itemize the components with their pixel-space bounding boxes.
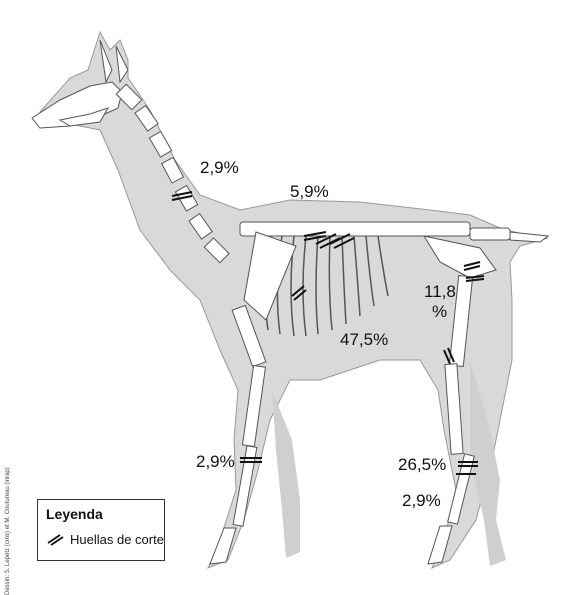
legend-item: Huellas de corte: [46, 532, 164, 547]
pct-hindleg-upper-1: 11,8: [424, 282, 456, 302]
front-leg-shadow: [272, 390, 300, 558]
pct-ribs: 47,5%: [340, 330, 388, 350]
legend-title: Leyenda: [46, 506, 103, 522]
pct-hindfoot: 2,9%: [402, 491, 441, 511]
pct-neck: 2,9%: [200, 158, 239, 178]
legend-item-label: Huellas de corte: [70, 532, 164, 547]
cut-mark-icon: [46, 534, 64, 546]
legend-box: Leyenda Huellas de corte: [37, 499, 165, 561]
pct-hindleg-lower: 26,5%: [398, 455, 446, 475]
image-credit: Dessin: S. Lepetz (crns) et M. Coutureau…: [5, 435, 11, 595]
pct-back: 5,9%: [290, 182, 329, 202]
pct-hindleg-upper-2: %: [432, 302, 447, 322]
pct-foreleg: 2,9%: [196, 452, 235, 472]
